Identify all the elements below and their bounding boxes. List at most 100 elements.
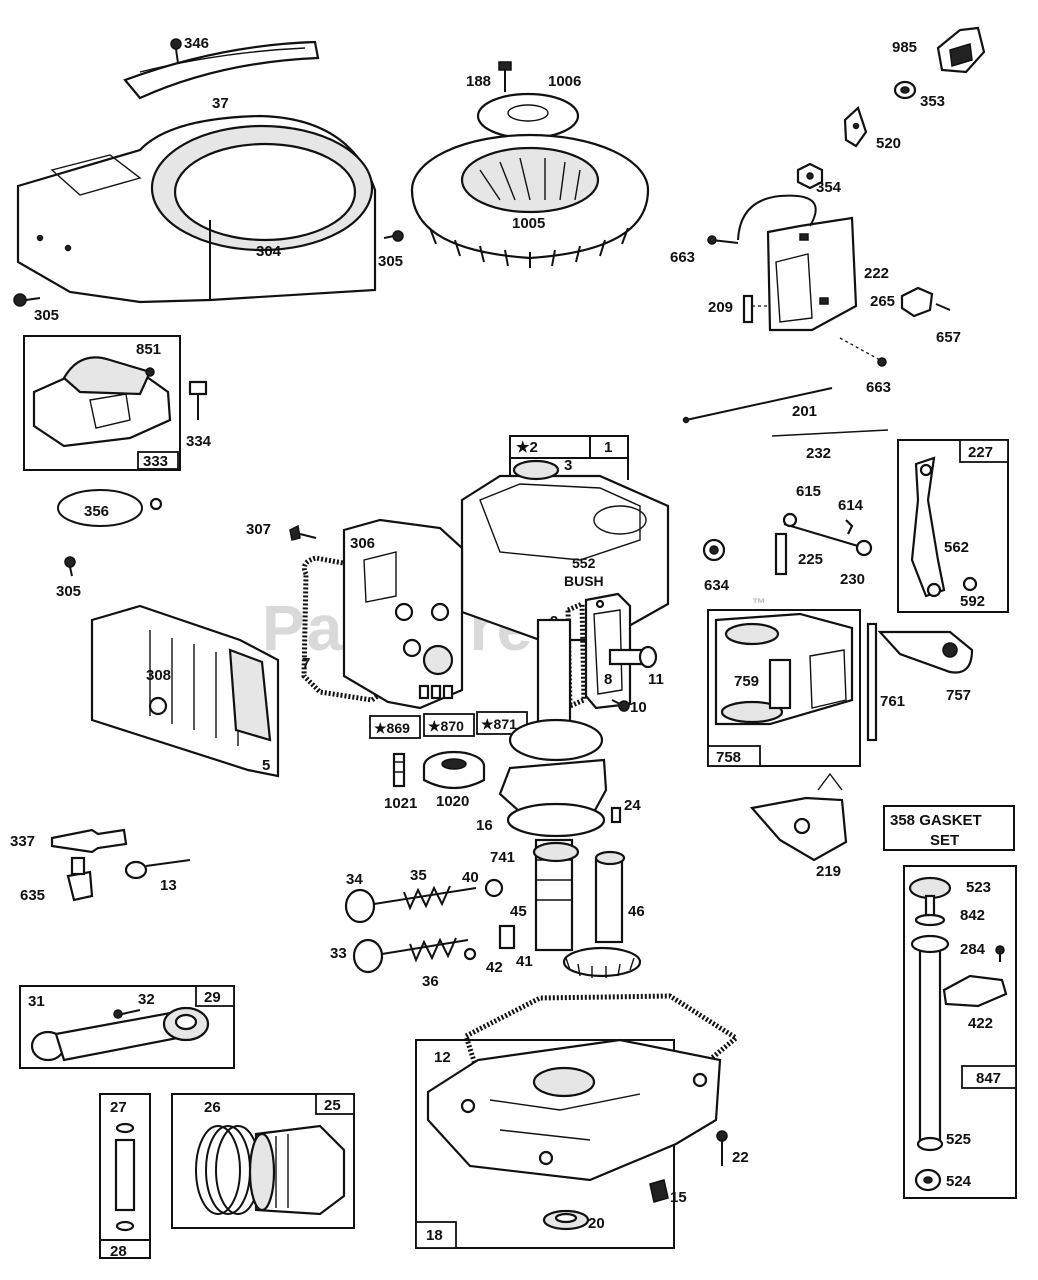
washer-353[interactable] [893,80,917,100]
fan-retainer-1006[interactable] [476,92,580,140]
tag-18 [415,1221,457,1249]
screw-305-lower[interactable] [64,556,76,577]
ground-wire-356[interactable] [57,489,163,527]
spring-232[interactable] [771,429,889,437]
tag-227 [959,439,1009,463]
sump-base[interactable] [426,1038,722,1182]
spring-36[interactable] [409,937,457,963]
label-304: 304 [256,243,282,260]
screw-10[interactable] [611,699,630,712]
screw-305-right[interactable] [383,230,404,242]
label-871: ★871 [481,716,517,732]
fitting-337[interactable] [50,828,128,854]
label-8: 8 [604,671,612,688]
key-24[interactable] [610,806,622,824]
piston-pin-27[interactable] [114,1122,136,1232]
breather-8[interactable] [584,592,632,710]
bracket-219[interactable] [749,772,848,862]
label-847: 847 [976,1070,1001,1087]
module-222[interactable] [737,194,858,332]
seal-20[interactable] [542,1209,590,1231]
counterweight-1020[interactable] [422,750,486,790]
plug-15[interactable] [649,1179,669,1203]
air-guide-37[interactable] [123,40,320,100]
seal-634[interactable] [702,538,726,562]
screw-284[interactable] [995,945,1005,962]
screw-22[interactable] [716,1130,728,1166]
screw-307[interactable] [289,524,317,541]
tube-11[interactable] [608,645,658,669]
label-614: 614 [838,497,864,514]
cylinder-head-308[interactable] [90,604,280,778]
connecting-rod-31[interactable] [30,1006,210,1062]
clip-520[interactable] [843,106,868,148]
label-27: 27 [110,1099,127,1116]
label-305-left: 305 [34,307,59,324]
pin-1021[interactable] [392,752,406,788]
label-358: 358 GASKET [890,812,982,829]
screw-663-bottom[interactable] [839,337,887,367]
tube-525[interactable] [910,934,950,1152]
nut-592[interactable] [962,576,978,592]
cylinder-assembly-1[interactable] [460,459,670,642]
seal-842[interactable] [914,913,946,927]
bracket-422[interactable] [942,974,1008,1008]
retainer-40[interactable] [484,878,504,898]
head-gasket-7[interactable] [301,555,389,703]
label-634: 634 [704,577,730,594]
label-422: 422 [968,1015,993,1032]
label-520: 520 [876,135,901,152]
plug-13[interactable] [124,859,191,880]
label-741: 741 [490,849,515,866]
governor-lever-562[interactable] [910,456,946,598]
label-22: 22 [732,1149,749,1166]
screw-32[interactable] [113,1009,141,1019]
dipstick-cap-523[interactable] [908,876,952,920]
label-592: 592 [960,593,985,610]
label-1021: 1021 [384,795,417,812]
flywheel-1005[interactable] [410,133,650,268]
label-307: 307 [246,521,271,538]
screw-305-left[interactable] [13,293,41,307]
link-757[interactable] [877,630,974,674]
label-333: 333 [143,453,168,470]
label-265: 265 [870,293,895,310]
label-2: ★2 [516,439,538,456]
screw-334[interactable] [188,380,208,420]
spring-35[interactable] [403,885,451,911]
gear-741[interactable] [532,841,580,863]
bracket-759[interactable] [714,612,854,726]
screw-188[interactable] [498,61,512,92]
valve-34[interactable] [344,887,477,924]
label-663-top: 663 [670,249,695,266]
seal-524[interactable] [914,1168,942,1192]
retainer-42[interactable] [463,947,477,961]
label-222: 222 [864,265,889,282]
label-870: ★870 [428,718,464,734]
link-201[interactable] [682,387,833,424]
label-15: 15 [670,1189,687,1206]
lifter-41[interactable] [498,924,516,950]
label-615: 615 [796,483,821,500]
screw-346[interactable] [170,38,182,64]
terminal-985[interactable] [936,26,986,74]
label-356: 356 [84,503,109,520]
cylinder-head-306[interactable] [342,518,464,710]
tag-29 [195,985,235,1007]
blower-housing-304[interactable] [16,114,377,304]
piston-25[interactable] [248,1124,346,1216]
nut-354[interactable] [796,162,824,190]
bracket-265[interactable] [900,286,951,318]
washer-230[interactable] [855,539,873,557]
tag-25 [315,1093,355,1115]
stud-761[interactable] [866,622,878,742]
label-524: 524 [946,1173,972,1190]
screw-209[interactable] [742,294,770,324]
camshaft-46[interactable] [562,850,642,978]
clip-614[interactable] [845,519,854,535]
elbow-635[interactable] [66,856,94,902]
screw-663-top[interactable] [707,235,739,245]
governor-shaft-225[interactable] [774,512,859,576]
armature-851[interactable] [32,356,172,448]
